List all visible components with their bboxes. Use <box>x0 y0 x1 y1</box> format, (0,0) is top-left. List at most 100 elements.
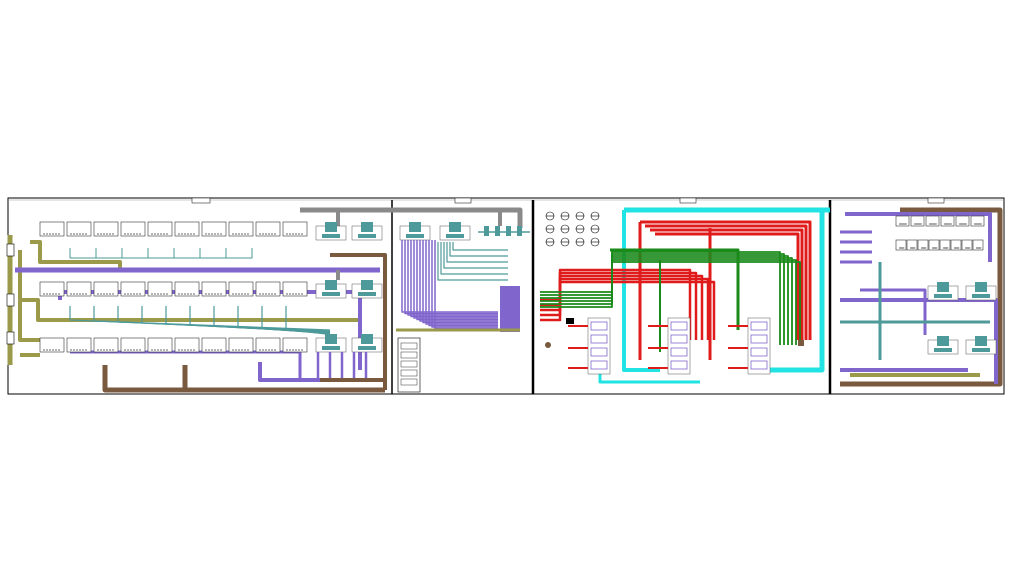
red-feed <box>540 277 710 340</box>
panel-power <box>540 207 830 384</box>
teal-unit-head <box>325 222 337 232</box>
olive-branch <box>18 250 40 342</box>
teal-connector <box>517 226 522 236</box>
title-tab-2 <box>454 197 472 204</box>
terminal-block <box>798 340 804 346</box>
teal-unit-base <box>406 234 424 238</box>
brown-outer-loop <box>840 207 1003 387</box>
title-tab-4 <box>927 197 945 204</box>
title-tab-1 <box>191 197 211 204</box>
breaker-slot <box>590 360 608 370</box>
legend-swatch <box>400 342 418 350</box>
terminal-block <box>566 318 574 324</box>
switch-unit <box>895 239 907 251</box>
teal-unit-base <box>972 348 990 352</box>
teal-fan-line <box>121 248 160 259</box>
teal-fan-line <box>443 242 508 269</box>
switch-unit <box>39 221 65 237</box>
panel-aux-rack <box>840 207 1003 387</box>
teal-unit-head <box>937 336 949 346</box>
ground-node <box>545 342 551 348</box>
green-feed <box>610 248 740 330</box>
purple-fan-line <box>404 240 498 315</box>
purple-fan-line <box>425 240 498 325</box>
title-tab-3 <box>679 197 697 204</box>
breaker-stack <box>587 317 611 375</box>
switch-unit <box>255 221 281 237</box>
legend-swatch <box>400 351 418 359</box>
switch-unit <box>970 215 985 227</box>
teal-unit-base <box>934 348 952 352</box>
switch-unit <box>66 337 92 353</box>
teal-unit-head <box>325 334 337 344</box>
teal-unit-base <box>934 294 952 298</box>
teal-unit-head <box>361 222 373 232</box>
switch-unit <box>895 215 910 227</box>
brown-loop <box>330 253 387 390</box>
red-feed <box>645 224 808 340</box>
olive-branch <box>22 298 360 322</box>
teal-unit-base <box>322 234 340 238</box>
legend-swatch <box>400 378 418 386</box>
edge-connector <box>6 331 15 345</box>
legend-swatch <box>400 360 418 368</box>
breaker-slot <box>590 347 608 357</box>
switch-unit <box>39 281 65 297</box>
edge-connector <box>6 293 15 307</box>
switch-unit <box>174 221 200 237</box>
switch-unit <box>228 221 254 237</box>
teal-unit-base <box>358 234 376 238</box>
teal-connector <box>484 226 489 236</box>
green-feed <box>540 261 801 345</box>
purple-fan-line <box>401 240 498 313</box>
purple-fan-line <box>431 240 498 328</box>
purple-fan-line <box>419 240 498 322</box>
breaker-slot <box>750 321 768 331</box>
switch-unit <box>950 239 962 251</box>
red-feed <box>540 274 704 340</box>
switch-unit <box>93 281 119 297</box>
green-feed <box>540 257 793 345</box>
teal-unit-head <box>975 282 987 292</box>
purple-fan-line <box>413 240 498 319</box>
breaker-slot <box>670 334 688 344</box>
switch-unit <box>39 337 65 353</box>
breaker-slot <box>750 347 768 357</box>
teal-fan-line <box>437 242 508 281</box>
breaker-stack <box>747 317 771 375</box>
cyan-drop-right <box>760 210 825 373</box>
red-feed <box>540 268 692 340</box>
switch-unit <box>66 281 92 297</box>
teal-unit-head <box>449 222 461 232</box>
teal-fan-line <box>446 242 508 263</box>
switch-unit <box>928 239 940 251</box>
teal-unit-base <box>446 234 464 238</box>
purple-fan-line <box>428 240 498 327</box>
switch-unit <box>120 221 146 237</box>
teal-fan-line <box>449 242 508 257</box>
panel-patch-racks <box>6 207 523 393</box>
teal-unit-head <box>361 280 373 290</box>
switch-unit <box>282 281 308 297</box>
purple-fan-line <box>416 240 498 321</box>
teal-fan-line <box>147 248 160 259</box>
olive-branch <box>30 240 122 268</box>
switch-unit <box>910 215 925 227</box>
switch-unit <box>906 239 918 251</box>
green-feed <box>540 255 789 345</box>
red-feed <box>655 232 800 340</box>
breaker-slot <box>670 321 688 331</box>
switch-unit <box>93 221 119 237</box>
teal-unit-base <box>358 292 376 296</box>
cyan-drop <box>622 210 660 372</box>
purple-fan-line <box>410 240 498 318</box>
switch-unit <box>228 281 254 297</box>
teal-unit-head <box>409 222 421 232</box>
switch-unit <box>940 215 955 227</box>
switch-unit <box>147 221 173 237</box>
purple-fan-line <box>407 240 498 316</box>
purple-bus <box>860 288 927 335</box>
switch-unit <box>201 281 227 297</box>
switch-unit <box>201 221 227 237</box>
